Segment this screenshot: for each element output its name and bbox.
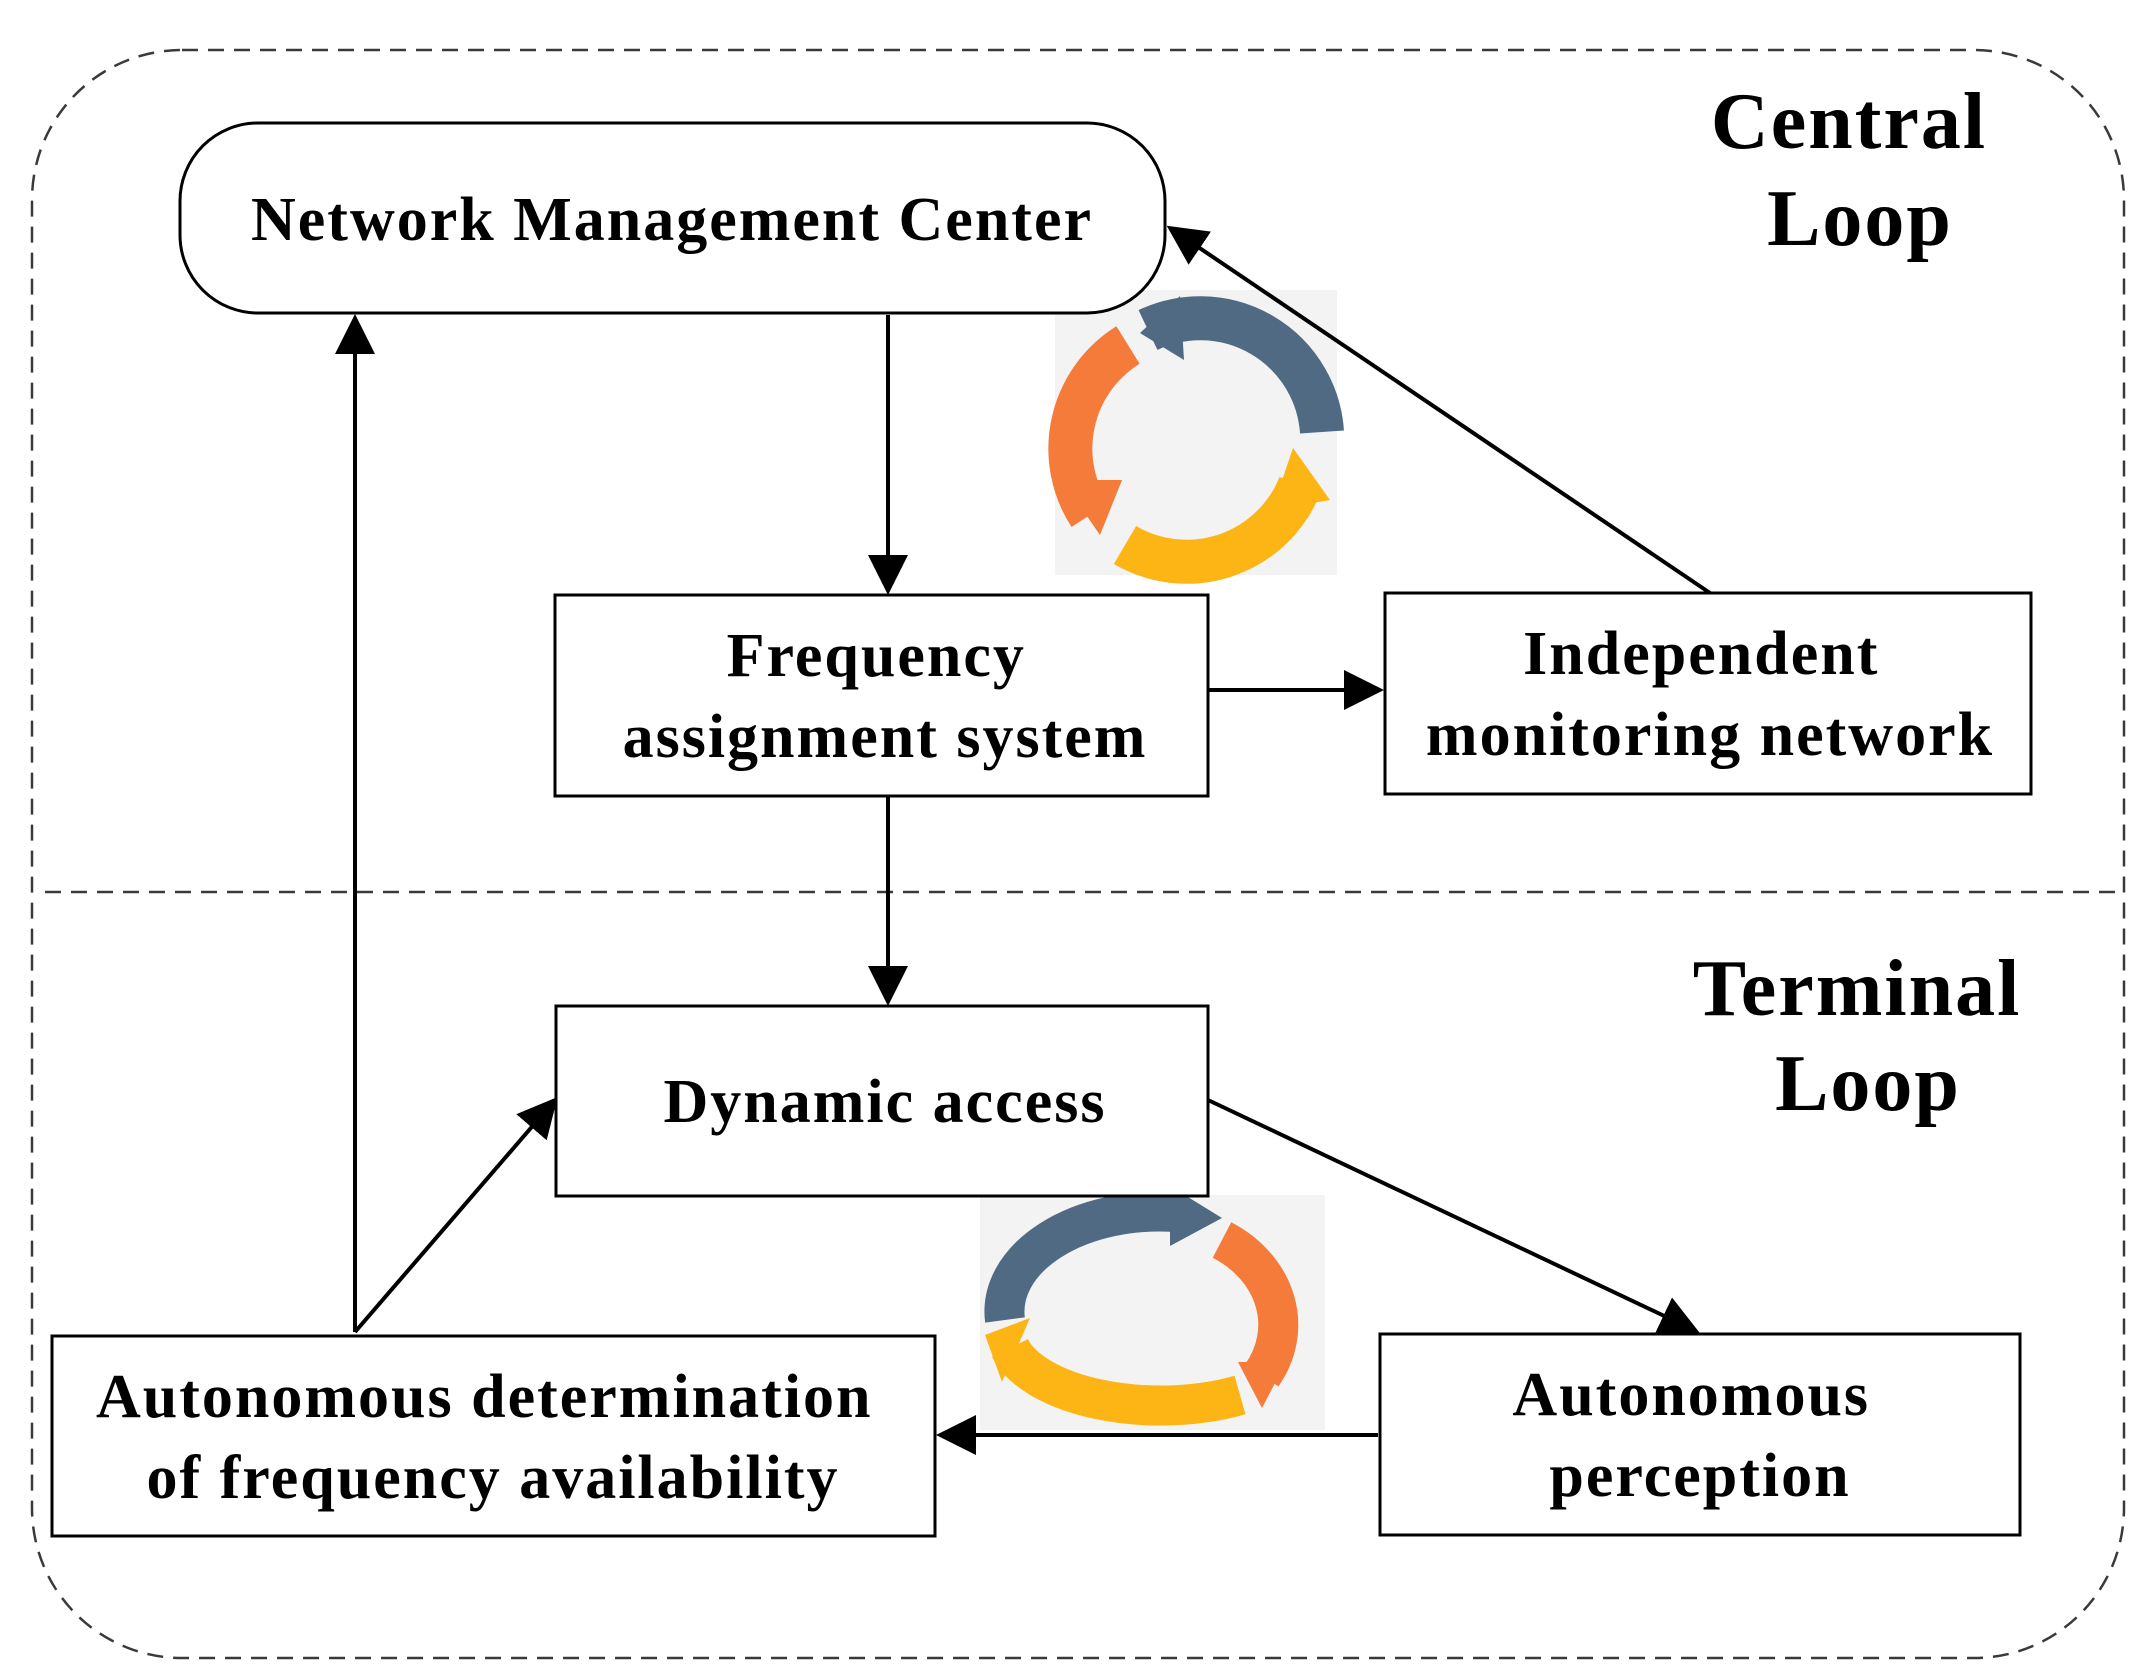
central-loop-line2: Loop (1767, 175, 1953, 263)
node-frequency-assignment-system-label: Frequency assignment system (623, 622, 1148, 771)
node-frequency-assignment-system: Frequency assignment system (553, 593, 1210, 798)
edge-determination-to-dynamic-access (353, 1096, 558, 1334)
node-independent-monitoring-network-label: Independent monitoring network (1426, 620, 1994, 769)
node-network-management-center-label: Network Management Center (251, 186, 1093, 254)
edge-dynamic-access-to-perception (1207, 1098, 1700, 1334)
cycle-arrowhead-orange (1062, 480, 1122, 535)
cycle-arrowhead-amber-terminal (985, 1318, 1030, 1382)
cycle-arrowhead-slate-terminal (1170, 1186, 1222, 1246)
edge-monitoring-to-nmc (1166, 225, 1712, 595)
node-dynamic-access: Dynamic access (554, 1004, 1210, 1198)
cycle-arrowhead-amber (1272, 448, 1330, 510)
terminal-loop-label: Terminal Loop (1693, 945, 2044, 1128)
cycle-arrowhead-orange-terminal (1238, 1362, 1286, 1408)
cycle-segment-amber (1113, 476, 1321, 584)
cycle-arrows-icon-terminal (980, 1186, 1325, 1430)
central-loop-line1: Central (1711, 78, 1987, 166)
cycle-arrowhead-slate (1140, 296, 1184, 360)
node-dynamic-access-label: Dynamic access (664, 1068, 1107, 1136)
node-network-management-center: Network Management Center (178, 121, 1167, 315)
node-autonomous-perception: Autonomous perception (1378, 1332, 2022, 1537)
cycle-arrows-icon-central (1048, 290, 1344, 584)
cycle-segment-orange-terminal (1212, 1222, 1299, 1387)
terminal-loop-line1: Terminal (1693, 945, 2022, 1033)
node-autonomous-determination-label: Autonomous determination of frequency av… (96, 1363, 890, 1512)
cycle-segment-slate-terminal (984, 1191, 1177, 1323)
central-loop-label: Central Loop (1711, 78, 2009, 263)
terminal-loop-line2: Loop (1775, 1040, 1961, 1128)
node-autonomous-perception-label: Autonomous perception (1512, 1361, 1887, 1510)
node-autonomous-determination: Autonomous determination of frequency av… (50, 1334, 937, 1538)
cycle-segment-amber-terminal (992, 1338, 1246, 1426)
outer-frame (30, 48, 2126, 1660)
node-independent-monitoring-network: Independent monitoring network (1383, 591, 2033, 796)
